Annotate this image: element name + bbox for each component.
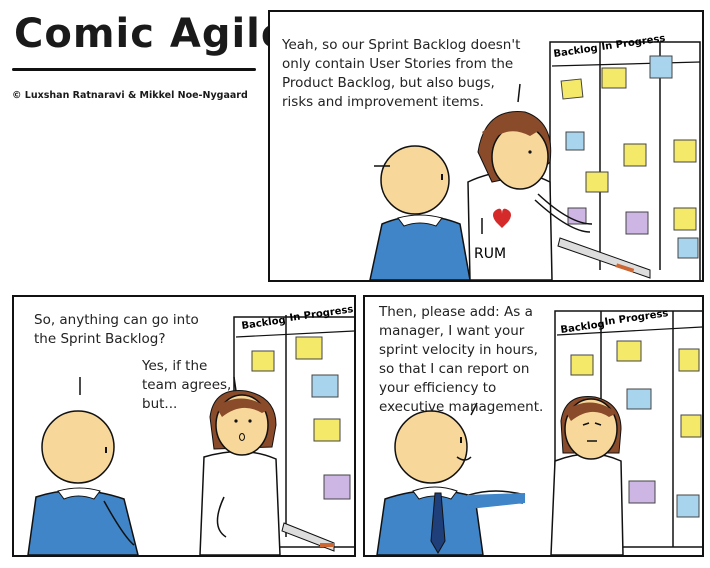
- product-owner-character: [199, 376, 281, 555]
- speech-bubble-manager: So, anything can go into the Sprint Back…: [34, 312, 199, 347]
- manager-character: [27, 377, 139, 555]
- manager-character: [369, 145, 471, 280]
- speech-bubble-panel-3: Then, please add: As a manager, I want y…: [379, 304, 544, 415]
- sticky-notes: [570, 340, 702, 518]
- panel-1: Backlog In Progress: [268, 10, 704, 282]
- manager-character: [376, 402, 526, 555]
- sticky-notes: [251, 336, 351, 500]
- panel-2: Backlog In Progress: [12, 295, 356, 557]
- shirt-text: RUM: [474, 246, 506, 262]
- speech-bubble-panel-1: Yeah, so our Sprint Backlog doesn't only…: [282, 37, 521, 110]
- product-owner-character: [550, 396, 624, 555]
- sticky-notes: [560, 55, 699, 259]
- panel-3: Backlog In Progress: [363, 295, 704, 557]
- product-owner-character: RUM: [467, 83, 593, 280]
- title-underline: [12, 68, 256, 71]
- panel-3-art: Backlog In Progress: [376, 308, 702, 555]
- comic-title: Comic Agilé: [14, 11, 290, 57]
- panel-2-art: Backlog In Progress: [27, 304, 354, 555]
- panel-1-art: Backlog In Progress: [369, 33, 701, 280]
- speech-bubble-product-owner: Yes, if the team agrees, but...: [142, 358, 232, 412]
- copyright-credit: © Luxshan Ratnaravi & Mikkel Noe-Nygaard: [12, 90, 248, 101]
